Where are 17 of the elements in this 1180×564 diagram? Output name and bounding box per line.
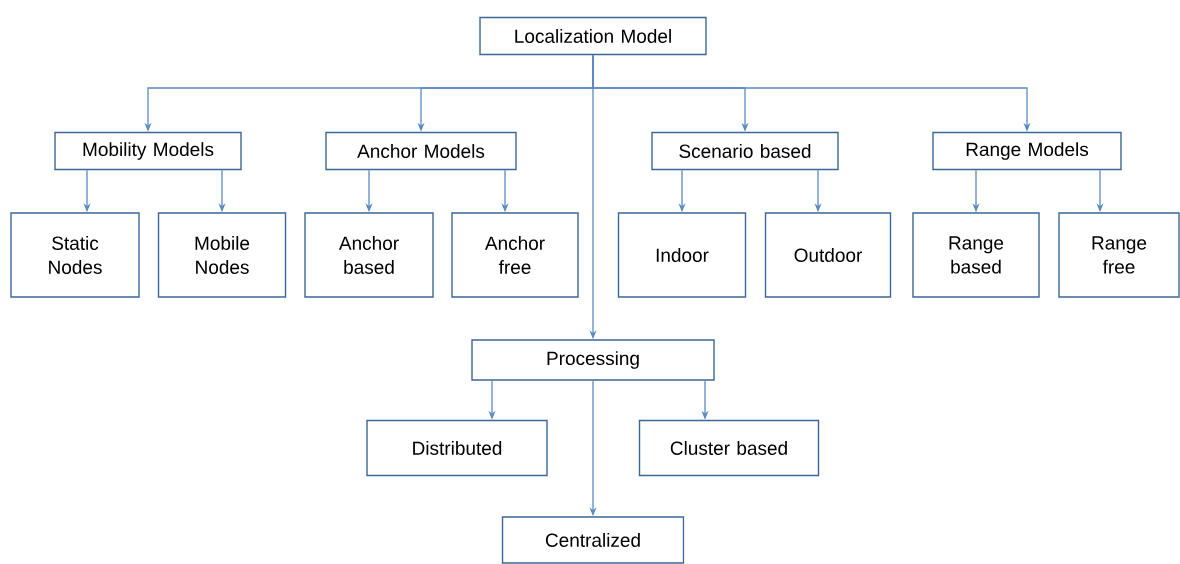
category-box: Mobile Nodes xyxy=(157,212,287,298)
category-box: Mobility Models xyxy=(54,131,242,171)
category-box: Anchor free xyxy=(451,212,579,298)
category-box: Centralized xyxy=(501,516,685,564)
category-box: Localization Model xyxy=(479,16,707,56)
category-box: Range free xyxy=(1058,212,1180,298)
category-box: Processing xyxy=(471,339,715,381)
category-box: Anchor Models xyxy=(325,131,517,171)
category-box: Distributed xyxy=(366,419,548,477)
category-box: Cluster based xyxy=(638,419,820,477)
category-box: Static Nodes xyxy=(10,212,140,298)
category-box: Range based xyxy=(912,212,1040,298)
category-box: Anchor based xyxy=(304,212,434,298)
category-box: Outdoor xyxy=(764,212,892,298)
category-box: Scenario based xyxy=(651,131,839,171)
category-box: Indoor xyxy=(617,212,747,298)
category-box: Range Models xyxy=(932,131,1122,171)
